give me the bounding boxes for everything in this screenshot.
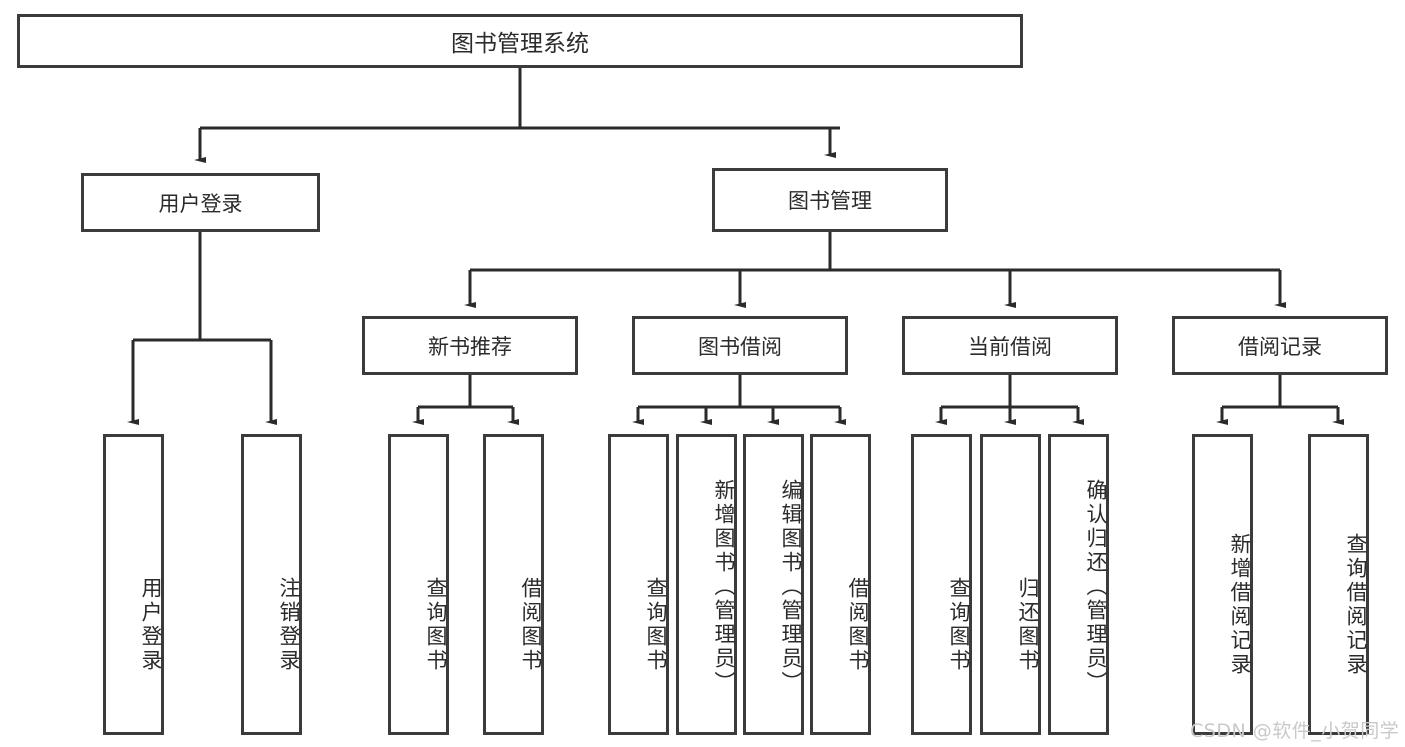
node-label: 注销登录	[277, 576, 301, 673]
node-label: 查询图书	[644, 576, 668, 673]
node-label: 用户登录	[139, 576, 163, 673]
leaf-current-return-book[interactable]: 归还图书	[980, 434, 1041, 735]
leaf-recommend-borrow-book[interactable]: 借阅图书	[483, 434, 544, 735]
leaf-record-query-record[interactable]: 查询借阅记录	[1308, 434, 1369, 735]
node-user-login[interactable]: 用户登录	[81, 173, 320, 232]
node-label: 当前借阅	[968, 334, 1052, 359]
node-label: 查询借阅记录	[1344, 532, 1368, 677]
leaf-user-login-signout[interactable]: 注销登录	[241, 434, 302, 735]
node-label: 查询图书	[947, 576, 971, 673]
node-label: 新书推荐	[428, 334, 512, 359]
leaf-borrow-add-book-admin[interactable]: 新增图书（管理员）	[676, 434, 737, 735]
node-current-borrow[interactable]: 当前借阅	[902, 316, 1118, 375]
node-label: 编辑图书（管理员）	[779, 478, 803, 695]
node-label: 归还图书	[1016, 576, 1040, 673]
leaf-current-confirm-return-admin[interactable]: 确认归还（管理员）	[1048, 434, 1109, 735]
node-root-system[interactable]: 图书管理系统	[17, 14, 1023, 68]
node-label: 查询图书	[424, 576, 448, 673]
node-book-borrow[interactable]: 图书借阅	[632, 316, 848, 375]
node-label: 新增图书（管理员）	[712, 478, 736, 695]
node-book-management[interactable]: 图书管理	[712, 168, 948, 232]
node-label: 图书管理系统	[451, 31, 589, 57]
leaf-record-add-record[interactable]: 新增借阅记录	[1192, 434, 1253, 735]
node-label: 图书管理	[788, 189, 872, 213]
leaf-borrow-borrow-book[interactable]: 借阅图书	[810, 434, 871, 735]
leaf-user-login-signin[interactable]: 用户登录	[103, 434, 164, 735]
leaf-borrow-query-book[interactable]: 查询图书	[608, 434, 669, 735]
csdn-watermark: CSDN @软件_小贺同学	[1190, 720, 1400, 742]
node-borrow-record[interactable]: 借阅记录	[1172, 316, 1388, 375]
leaf-current-query-book[interactable]: 查询图书	[911, 434, 972, 735]
node-label: 用户登录	[158, 191, 243, 216]
node-label: 图书借阅	[698, 334, 782, 359]
leaf-borrow-edit-book-admin[interactable]: 编辑图书（管理员）	[743, 434, 804, 735]
node-label: 新增借阅记录	[1228, 532, 1252, 677]
node-label: 确认归还（管理员）	[1084, 478, 1108, 695]
node-new-book-recommend[interactable]: 新书推荐	[362, 316, 578, 375]
node-label: 借阅图书	[846, 576, 870, 673]
node-label: 借阅记录	[1238, 334, 1322, 359]
leaf-recommend-query-book[interactable]: 查询图书	[388, 434, 449, 735]
node-label: 借阅图书	[519, 576, 543, 673]
